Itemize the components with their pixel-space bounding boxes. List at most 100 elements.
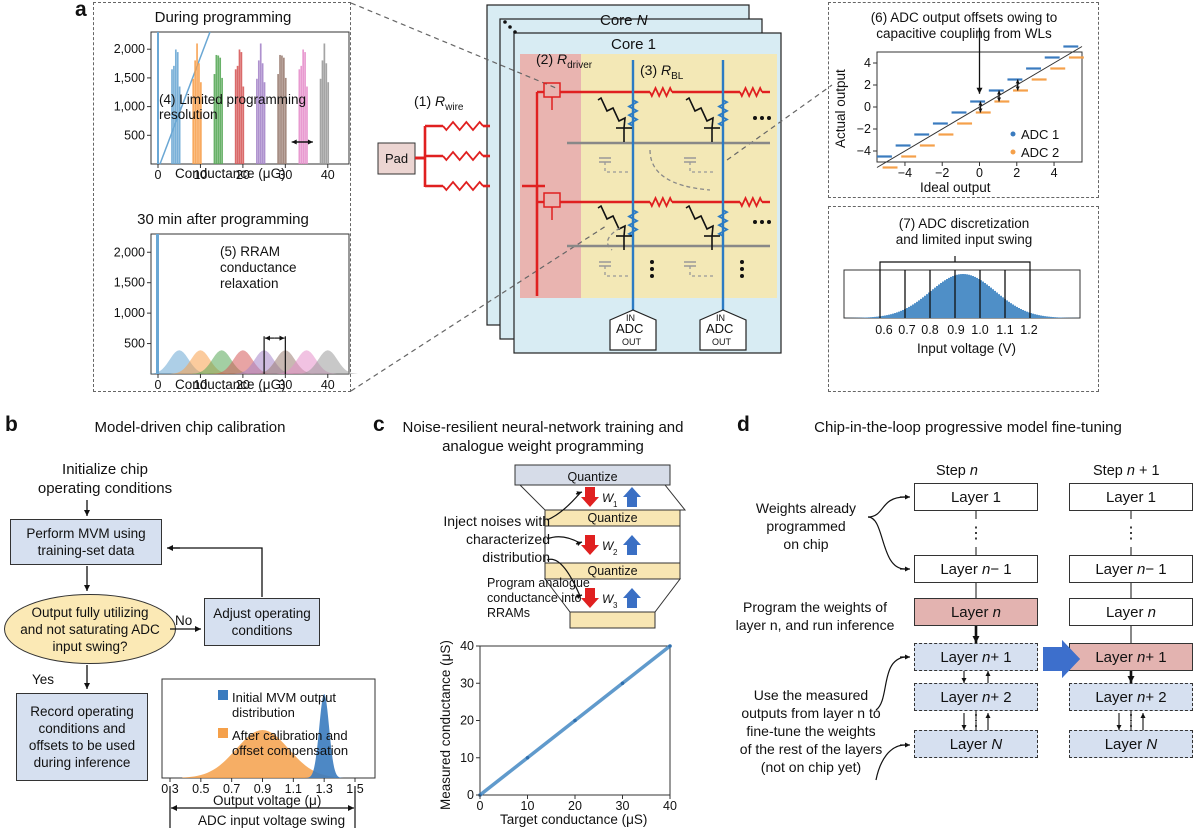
pending-layer-box: Layer N [914,730,1038,758]
no-label: No [175,613,193,628]
vdots: ⋮ [1123,713,1139,730]
rdriver-label: (2) Rdriver [536,51,593,71]
b-title: Model-driven chip calibration [94,419,286,436]
arrow-head [972,636,980,643]
hist-bar [992,289,994,318]
hist-bar [263,82,266,164]
hist-bar [215,54,218,164]
x-tick-label: 0 [976,166,983,180]
arrow-head [576,541,582,546]
b-swing: ADC input voltage swing [198,813,346,828]
x-tick-label: 40 [321,168,335,182]
adc-in-label: IN [716,313,725,323]
core-n-label: Core N [600,12,648,29]
arrow-head [905,742,910,748]
arrow-head [264,335,270,341]
hist-bar [888,314,890,318]
step-n1-label: Step n + 1 [1093,463,1160,479]
hist-bar [1056,317,1058,318]
up-arrow [623,487,641,507]
x-tick-label: 0.8 [921,323,938,337]
input-voltage-panel [828,206,1099,392]
hist-bar [928,292,930,318]
panel-label-d: d [737,413,750,436]
resistor [627,99,639,127]
hist-bar [257,60,260,165]
hist-bar [1002,297,1004,318]
arrow-head [905,566,910,572]
y-tick-label: 30 [460,676,474,690]
hist-bar [872,317,874,318]
up-arrow [623,588,641,608]
hist-bar [908,306,910,318]
hist-bar [1030,313,1032,318]
hist-bar [279,54,281,164]
scatter-point [620,681,625,686]
x-tick-label: 10 [193,168,207,182]
active-layer-box: Layer n + 1 [1069,643,1193,671]
hist-bar [174,49,177,164]
hist-bar [994,290,996,318]
arrow-head [1127,676,1135,683]
y-tick-label: 1,500 [114,71,145,85]
y-tick-label: 2,000 [114,42,145,56]
x-tick-label: 10 [521,799,535,813]
hist-bar [304,52,306,164]
c-title: Noise-resilient neural-network training … [402,419,684,455]
hist-bar [910,305,912,318]
hist-bar [946,279,948,318]
hist-bar [876,316,878,318]
layer-box: Layer n − 1 [914,555,1038,583]
weight-subscript: 3 [613,601,618,610]
hist-bar [1022,309,1024,318]
brace-curve [875,656,906,711]
hist-bar [1006,300,1008,318]
legend-swatch-calibrated [218,728,228,738]
arrow-head [576,594,582,599]
hist-bar [284,77,287,164]
coupling-arc [606,227,621,251]
hist-bar [972,276,974,318]
rram-cell [685,204,714,237]
resistor [739,85,763,99]
hist-bar [990,287,992,318]
hist-bar [878,316,880,318]
x-tick-label: 1.1 [996,323,1013,337]
quantize-box [544,509,681,527]
x-tick-label: 1.0 [971,323,988,337]
hist-bar [942,281,944,318]
vdots: ⋮ [1123,525,1139,542]
adc-offset-xlabel: Ideal output [920,180,991,195]
hist-bar [302,49,305,164]
x-tick-label: 30 [616,799,630,813]
hist-bar [298,69,301,164]
c-plot-note: Program analogue conductance into RRAMs [487,576,590,620]
x-tick-label: 0.6 [875,323,892,337]
hist-bar [912,304,914,318]
x-tick-label: 0 [477,799,484,813]
plot-frame [150,31,350,165]
arrow-head [279,335,285,341]
decision-ellipse: Output fully utilizing and not saturatin… [4,594,176,664]
arrow-head [1015,79,1020,84]
ellipsis-dot [508,25,512,29]
quantize-box [514,464,671,486]
vdots: ⋮ [968,713,984,730]
hist-bar [1050,316,1052,318]
hist-bar [259,43,262,165]
pad-label: Pad [385,151,409,166]
coupling-path [689,266,715,277]
hist-bar [996,292,998,318]
hist-bar [306,86,308,164]
pending-layer-box: Layer n + 1 [914,643,1038,671]
hist-bar [217,55,220,164]
inject-arrow [546,492,581,521]
hist-bar [940,282,942,318]
driver-region [520,54,581,298]
weight-subscript: 2 [613,548,618,557]
programming-line [159,31,211,165]
up-arrow [623,535,641,555]
hist-bar [1052,317,1054,318]
hist2-title: 30 min after programming [137,211,309,228]
